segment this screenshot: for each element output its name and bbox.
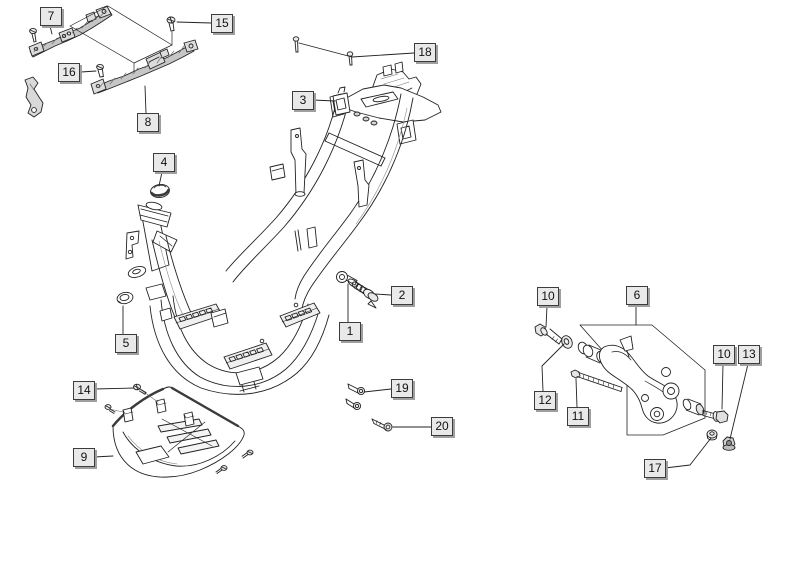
link-arm xyxy=(598,335,705,424)
screw-part-15 xyxy=(166,16,176,32)
leader-line xyxy=(49,25,53,35)
callout-label: 16 xyxy=(62,65,76,79)
callout-label: 2 xyxy=(398,288,406,302)
callout-15[interactable]: 15 xyxy=(211,14,233,33)
leader-line xyxy=(729,363,749,440)
callout-label: 6 xyxy=(633,288,641,302)
screw-part-16 xyxy=(96,63,104,78)
leader-line xyxy=(158,171,163,187)
leader-line xyxy=(721,363,724,410)
callout-label: 1 xyxy=(346,324,354,338)
engine-link-assembly-part-6 xyxy=(534,323,736,451)
screw-part-18-left xyxy=(292,36,300,53)
nut-part-17 xyxy=(706,429,718,441)
callout-label: 14 xyxy=(77,383,91,397)
side-bracket-piece xyxy=(24,76,44,118)
bolt-part-20 xyxy=(371,418,393,432)
pin-part-1 xyxy=(336,271,358,286)
screw-part-18-right xyxy=(346,51,354,66)
leader-line xyxy=(312,99,336,102)
callout-13[interactable]: 13 xyxy=(738,345,760,364)
callout-label: 7 xyxy=(47,9,55,23)
cross-rail-part-8 xyxy=(90,39,199,95)
screw-pan-right-lower xyxy=(215,465,228,474)
bolts-part-19 xyxy=(345,383,366,411)
grommet-part-4 xyxy=(150,183,170,199)
bolt-part-10-left xyxy=(534,323,563,345)
callout-label: 3 xyxy=(299,93,307,107)
callout-label: 4 xyxy=(160,155,168,169)
callout-label: 9 xyxy=(80,450,88,464)
stud-part-11 xyxy=(570,369,623,392)
leader-line xyxy=(80,70,97,73)
leader-line xyxy=(298,42,415,58)
leader-line xyxy=(575,378,578,408)
leader-line xyxy=(93,387,135,390)
leader-line xyxy=(144,85,147,114)
callout-11[interactable]: 11 xyxy=(567,407,589,426)
leader-line xyxy=(545,305,548,328)
main-frame xyxy=(125,61,442,395)
screw-small-front xyxy=(29,27,37,43)
bolt-part-10-right xyxy=(702,410,729,424)
floor-rail-bottom xyxy=(223,342,273,370)
belly-pan-part-9 xyxy=(108,386,245,478)
callout-10-left[interactable]: 10 xyxy=(537,287,559,306)
leader-line xyxy=(664,437,712,469)
screw-part-14 xyxy=(133,383,147,395)
callout-1[interactable]: 1 xyxy=(339,322,361,341)
callout-6[interactable]: 6 xyxy=(626,286,648,305)
floor-rail-right xyxy=(279,302,321,328)
callout-label: 20 xyxy=(435,419,449,433)
callout-5[interactable]: 5 xyxy=(115,334,137,353)
callout-4[interactable]: 4 xyxy=(153,153,175,172)
cross-rail-part-7 xyxy=(28,5,113,58)
mounting-plane-outline xyxy=(69,5,173,72)
callout-label: 5 xyxy=(122,336,130,350)
callout-9[interactable]: 9 xyxy=(73,448,95,467)
callout-3[interactable]: 3 xyxy=(292,91,314,110)
callout-14[interactable]: 14 xyxy=(73,381,95,400)
leader-lines xyxy=(49,21,749,469)
screw-pan-left xyxy=(104,404,116,414)
leader-line xyxy=(176,21,212,24)
leader-line xyxy=(541,343,565,392)
plug-part-5 xyxy=(116,291,134,305)
callout-12[interactable]: 12 xyxy=(534,391,556,410)
callout-18[interactable]: 18 xyxy=(414,43,436,62)
callout-label: 17 xyxy=(648,461,662,475)
leader-line xyxy=(363,388,392,393)
callout-16[interactable]: 16 xyxy=(58,63,80,82)
callout-17[interactable]: 17 xyxy=(644,459,666,478)
spring-part-2 xyxy=(347,278,379,309)
callout-10-right[interactable]: 10 xyxy=(713,345,735,364)
callout-label: 13 xyxy=(742,347,756,361)
callout-2[interactable]: 2 xyxy=(391,286,413,305)
nut-part-13 xyxy=(722,436,736,451)
callout-label: 19 xyxy=(395,381,409,395)
callout-7[interactable]: 7 xyxy=(40,7,62,26)
leader-line xyxy=(374,293,392,296)
callout-label: 15 xyxy=(215,16,229,30)
callout-19[interactable]: 19 xyxy=(391,379,413,398)
screw-pan-right-upper xyxy=(241,449,254,459)
callout-label: 18 xyxy=(418,45,432,59)
callout-20[interactable]: 20 xyxy=(431,417,453,436)
callout-8[interactable]: 8 xyxy=(137,113,159,132)
callout-label: 12 xyxy=(538,393,552,407)
callout-label: 10 xyxy=(541,289,555,303)
callout-label: 8 xyxy=(144,115,152,129)
callout-label: 11 xyxy=(571,409,585,423)
callout-label: 10 xyxy=(717,347,731,361)
leader-line xyxy=(93,455,114,458)
washer-part-12 xyxy=(561,335,573,349)
